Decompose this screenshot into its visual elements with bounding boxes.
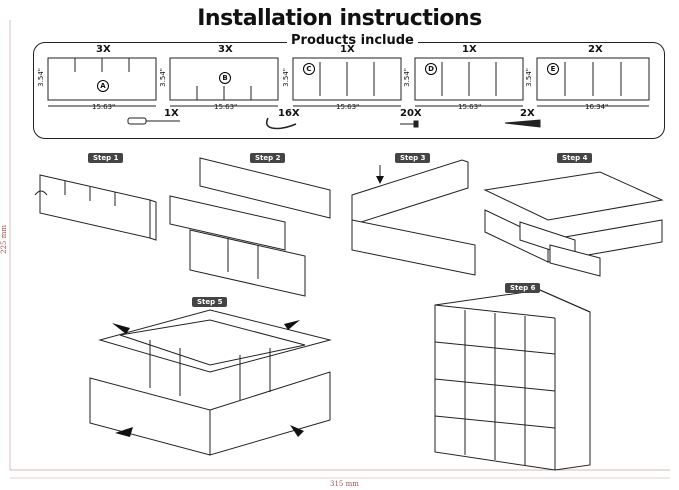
step-5-arrow-nw-icon [112,323,130,334]
panel-c-width: 15.63" [336,103,360,111]
step-1-label: Step 1 [88,153,124,163]
step-6-label: Step 6 [505,283,541,293]
step-4-label: Step 4 [557,153,593,163]
panel-a-qty: 3X [96,44,111,55]
anchor-screw-qty: 2X [520,108,535,119]
panel-e-qty: 2X [588,44,603,55]
panel-a-letter: A [97,80,109,92]
step-6-illustration [434,289,591,471]
step-3-illustration [351,159,476,276]
panel-d-letter: D [425,63,437,75]
panel-b-width: 15.63" [214,103,238,111]
step-5-illustration [89,309,332,456]
step-5-arrow-sw-icon [115,427,133,437]
panel-d-width: 15.63" [458,103,482,111]
step-4-illustration [483,171,664,277]
panel-c-shape [292,57,402,101]
anchor-screw-icon [504,119,541,128]
step-5-arrow-se-icon [290,425,304,437]
screw-icon [400,120,419,128]
step-3-arrow-icon [376,176,384,184]
panel-e-shape [536,57,650,101]
panel-c-qty: 1X [340,44,355,55]
step-5-label: Step 5 [192,297,228,307]
step-2-label: Step 2 [250,153,286,163]
step-5-arrow-ne-icon [284,320,300,330]
panel-b-letter: B [219,72,231,84]
products-label: Products include [287,33,418,48]
page-title: Installation instructions [197,6,482,31]
screwdriver-qty: 1X [164,108,179,119]
panel-b-qty: 3X [218,44,233,55]
step-1-illustration [34,174,157,241]
step-3-label: Step 3 [395,153,431,163]
screwdriver-icon [127,117,180,125]
panel-e-width: 16.34" [585,103,609,111]
panel-d-qty: 1X [462,44,477,55]
hook-qty: 16X [278,108,300,119]
panel-d-shape [414,57,524,101]
panel-a-width: 15.63" [92,103,116,111]
hook-icon [265,117,297,130]
screw-qty: 20X [400,108,422,119]
panel-e-letter: E [547,63,559,75]
width-dimension-label: 315 mm [330,480,359,488]
panel-c-letter: C [303,63,315,75]
step-2-illustration [169,157,331,297]
